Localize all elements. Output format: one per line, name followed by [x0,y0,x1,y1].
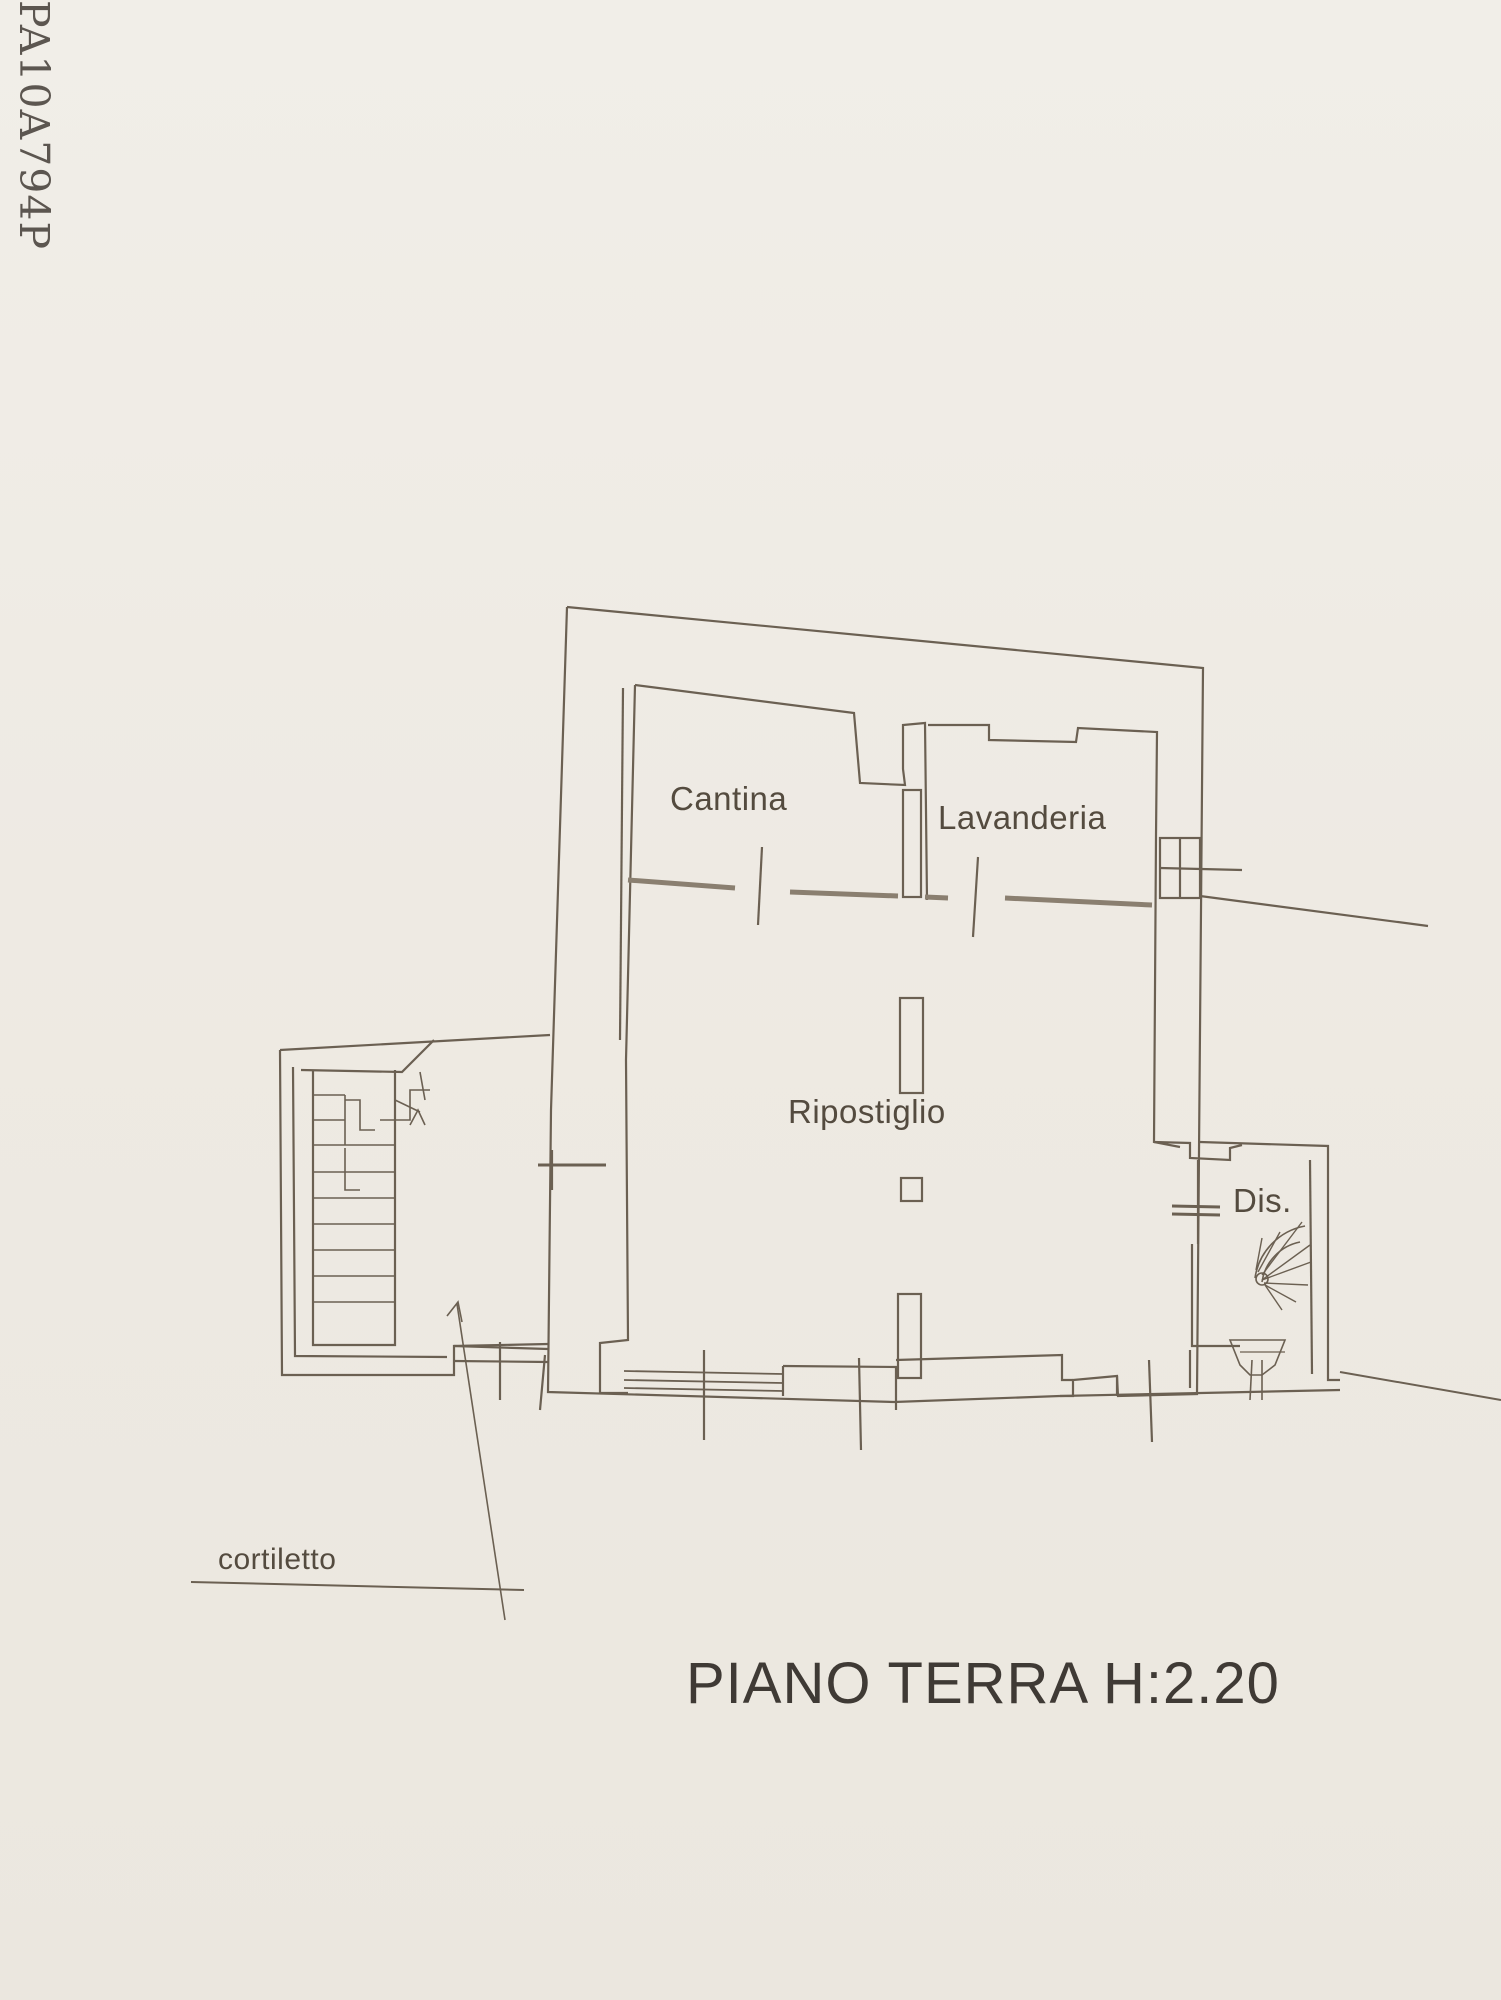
courtyard-stairs [313,1071,430,1303]
inner-wall-top-left-offset [618,687,625,1041]
room-label-lavanderia: Lavanderia [938,799,1107,836]
inner-wall-lavanderia [928,723,1181,1149]
dis-wall [1153,1140,1243,1162]
courtyard-outline [279,1033,551,1052]
room-label-disimpegno: Dis. [1233,1182,1292,1219]
dis-outer [1199,1140,1340,1382]
cortiletto-arrow-line [456,1303,506,1621]
floor-title: PIANO TERRA H:2.20 [686,1651,1280,1716]
cantina-door [756,846,764,926]
inner-wall-left [598,684,637,1393]
dis-lower [1190,1244,1240,1348]
pillar-lower [896,1292,923,1380]
cantina-partition-2 [789,889,899,899]
room-label-ripostiglio: Ripostiglio [788,1093,946,1130]
outer-wall-left [546,606,895,1404]
boundary-line-right [1199,894,1429,928]
lavanderia-partition-1 [924,894,949,901]
outer-wall-bottom [893,1394,1061,1404]
inner-wall-ripostiglio [634,683,929,901]
label-cortiletto: cortiletto [218,1543,337,1576]
cantina-partition-1 [627,877,736,891]
outer-wall [566,605,1205,1398]
pillar-small [899,1176,924,1203]
lavanderia-door [971,856,980,938]
room-label-cantina: Cantina [670,780,788,817]
cortiletto-arrow-head [446,1300,463,1323]
cantina-pillar [901,788,923,899]
cortiletto-leader [190,1581,525,1591]
pillar-upper [898,996,925,1095]
spiral-stair [1254,1221,1312,1311]
lavanderia-partition-2 [1004,895,1153,908]
